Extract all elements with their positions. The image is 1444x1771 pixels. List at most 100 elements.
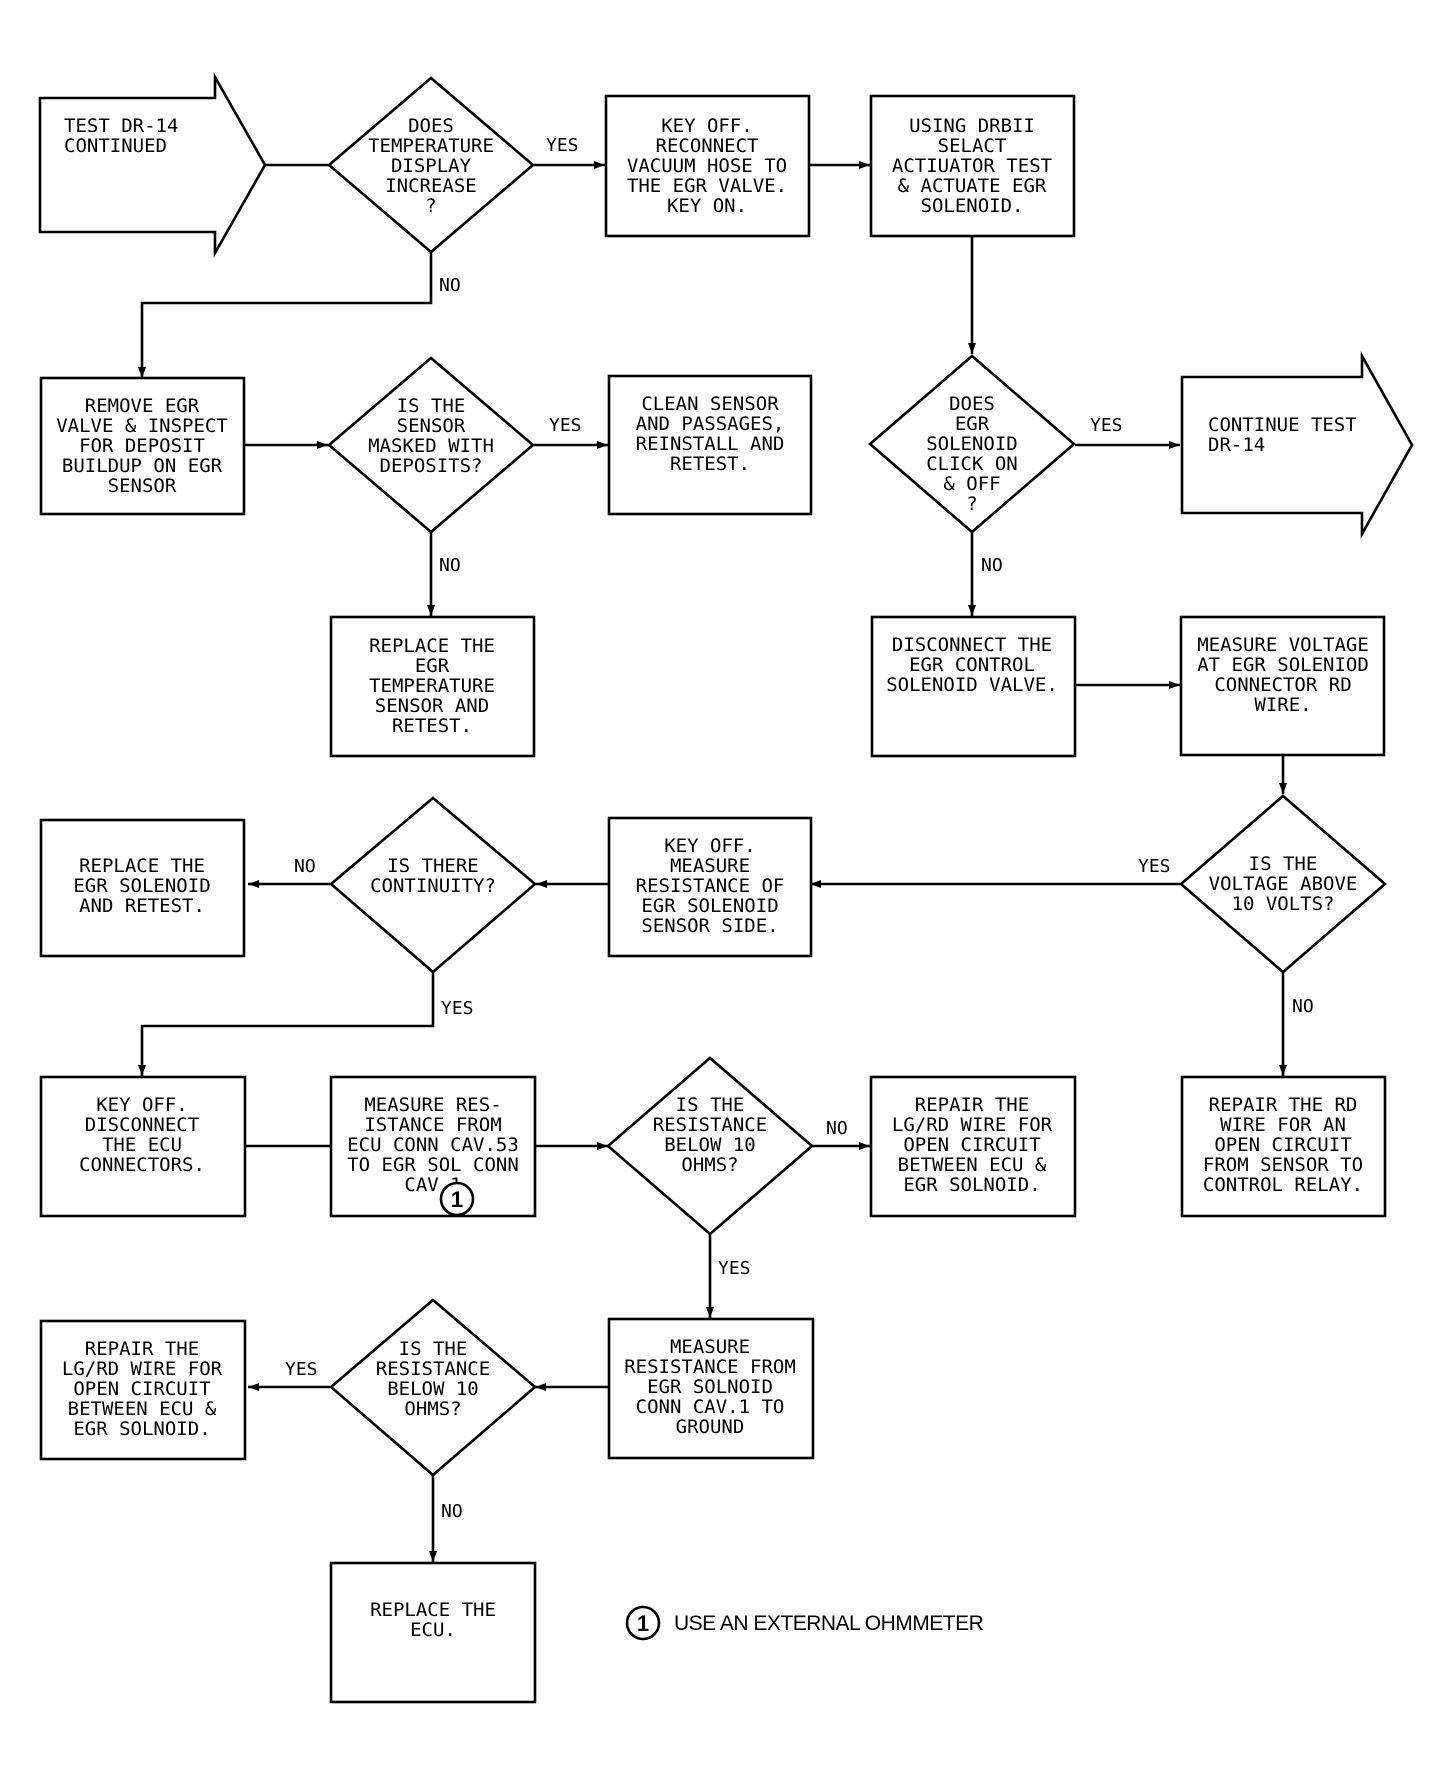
box-key-off-measure-shape — [607, 816, 813, 958]
node-measure-ecu-line: TO EGR SOL CONN — [347, 1154, 519, 1176]
node-key-off-measure-line: RESISTANCE OF — [636, 875, 785, 897]
node-repair-rd-line: CONTROL RELAY. — [1203, 1174, 1363, 1196]
node-disconnect-valve-line: DISCONNECT THE — [892, 634, 1052, 656]
node-d-click-line: CLICK ON — [926, 453, 1018, 475]
node-replace-solenoid-line: REPLACE THE — [79, 855, 205, 877]
node-measure-ground-line: GROUND — [676, 1416, 745, 1438]
connector-continuity-yes — [138, 972, 435, 1076]
label-continuity-no: NO — [294, 856, 316, 877]
node-repair-lgrd2-line: BETWEEN ECU & — [68, 1398, 217, 1420]
node-repair-rd-line: WIRE FOR AN — [1220, 1114, 1346, 1136]
node-key-off-measure-line: KEY OFF. — [664, 835, 756, 857]
node-d-res1-line: IS THE — [676, 1094, 745, 1116]
node-key-off-ecu-line: KEY OFF. — [96, 1094, 188, 1116]
node-text: TEST DR-14CONTINUEDDOESTEMPERATUREDISPLA… — [56, 115, 1369, 1641]
node-d-click-line: & OFF — [943, 473, 1000, 495]
node-repair-rd-line: FROM SENSOR TO — [1203, 1154, 1363, 1176]
node-key-off-ecu-line: THE ECU — [102, 1134, 182, 1156]
shapes — [38, 72, 1414, 1704]
label-temp-no: NO — [439, 275, 461, 296]
node-replace-sensor-line: RETEST. — [392, 715, 472, 737]
node-key-off-reconnect-line: RECONNECT — [656, 135, 759, 157]
label-click-yes: YES — [1090, 415, 1123, 436]
connectors — [138, 161, 1287, 1562]
node-repair-lgrd1-line: BETWEEN ECU & — [898, 1154, 1047, 1176]
node-key-off-measure-line: EGR SOLENOID — [641, 895, 778, 917]
node-repair-lgrd2-line: OPEN CIRCUIT — [73, 1378, 210, 1400]
node-repair-lgrd1-line: EGR SOLNOID. — [903, 1174, 1040, 1196]
box-remove-egr-shape — [39, 376, 246, 516]
node-repair-rd-line: OPEN CIRCUIT — [1214, 1134, 1351, 1156]
node-replace-sensor-line: REPLACE THE — [369, 635, 495, 657]
node-d-click-line: ? — [966, 493, 977, 515]
node-replace-sensor-line: SENSOR AND — [375, 695, 489, 717]
node-continue-line: CONTINUE TEST — [1208, 414, 1357, 436]
circled-one-number: 1 — [451, 1187, 463, 1212]
node-using-drbii-line: SOLENOID. — [921, 195, 1024, 217]
node-clean-sensor-line: RETEST. — [670, 453, 750, 475]
node-key-off-reconnect-line: KEY ON. — [667, 195, 747, 217]
node-using-drbii-line: SELACT — [938, 135, 1007, 157]
node-d-masked-line: SENSOR — [397, 415, 466, 437]
node-measure-ground-line: MEASURE — [670, 1336, 750, 1358]
node-disconnect-valve-line: SOLENOID VALVE. — [886, 674, 1058, 696]
box-replace-solenoid-shape — [39, 818, 246, 958]
node-d-temp-line: DOES — [408, 115, 454, 137]
node-d-res1-line: OHMS? — [681, 1154, 738, 1176]
decision-continuity-shape — [328, 796, 538, 974]
node-d-res2-line: IS THE — [399, 1338, 468, 1360]
node-replace-solenoid-line: EGR SOLENOID — [73, 875, 210, 897]
label-res2-no: NO — [441, 1501, 463, 1522]
node-d-temp-line: TEMPERATURE — [368, 135, 494, 157]
decision-res2-shape — [329, 1298, 537, 1477]
node-measure-ground-line: RESISTANCE FROM — [624, 1356, 796, 1378]
continue-arrow-shape — [1180, 351, 1414, 539]
label-res1-yes: YES — [718, 1258, 751, 1279]
node-measure-voltage-line: AT EGR SOLENIOD — [1197, 654, 1369, 676]
circled-one-icon — [439, 1181, 475, 1217]
node-clean-sensor-line: CLEAN SENSOR — [641, 393, 779, 415]
node-using-drbii-line: ACTIUATOR TEST — [892, 155, 1052, 177]
node-d-click-line: DOES — [949, 393, 995, 415]
node-disconnect-valve-line: EGR CONTROL — [909, 654, 1035, 676]
node-key-off-ecu-line: CONNECTORS. — [79, 1154, 205, 1176]
node-d-temp-line: DISPLAY — [391, 155, 472, 177]
decision-voltage-shape — [1179, 794, 1387, 974]
box-repair-lgrd1-shape — [869, 1075, 1077, 1218]
node-measure-ground-line: CONN CAV.1 TO — [636, 1396, 785, 1418]
footnote-number: 1 — [637, 1611, 649, 1636]
node-measure-ecu-line: MEASURE RES- — [364, 1094, 501, 1116]
box-repair-rd-shape — [1180, 1075, 1387, 1218]
node-using-drbii-line: USING DRBII — [909, 115, 1035, 137]
node-using-drbii-line: & ACTUATE EGR — [898, 175, 1047, 197]
node-d-res2-line: OHMS? — [404, 1398, 461, 1420]
node-repair-lgrd2-line: REPAIR THE — [85, 1338, 199, 1360]
box-key-off-reconnect-shape — [604, 94, 811, 238]
node-key-off-measure-line: MEASURE — [670, 855, 750, 877]
node-key-off-reconnect-line: VACUUM HOSE TO — [627, 155, 787, 177]
box-replace-sensor-shape — [329, 615, 536, 758]
node-d-res2-line: RESISTANCE — [376, 1358, 490, 1380]
label-masked-yes: YES — [549, 415, 582, 436]
node-d-temp-line: INCREASE — [385, 175, 477, 197]
node-d-res1-line: RESISTANCE — [653, 1114, 767, 1136]
decision-masked-shape — [326, 356, 536, 534]
node-remove-egr-line: BUILDUP ON EGR — [62, 455, 223, 477]
node-key-off-ecu-line: DISCONNECT — [85, 1114, 199, 1136]
node-repair-rd-line: REPAIR THE RD — [1209, 1094, 1358, 1116]
node-measure-ecu-line: ISTANCE FROM — [364, 1114, 501, 1136]
